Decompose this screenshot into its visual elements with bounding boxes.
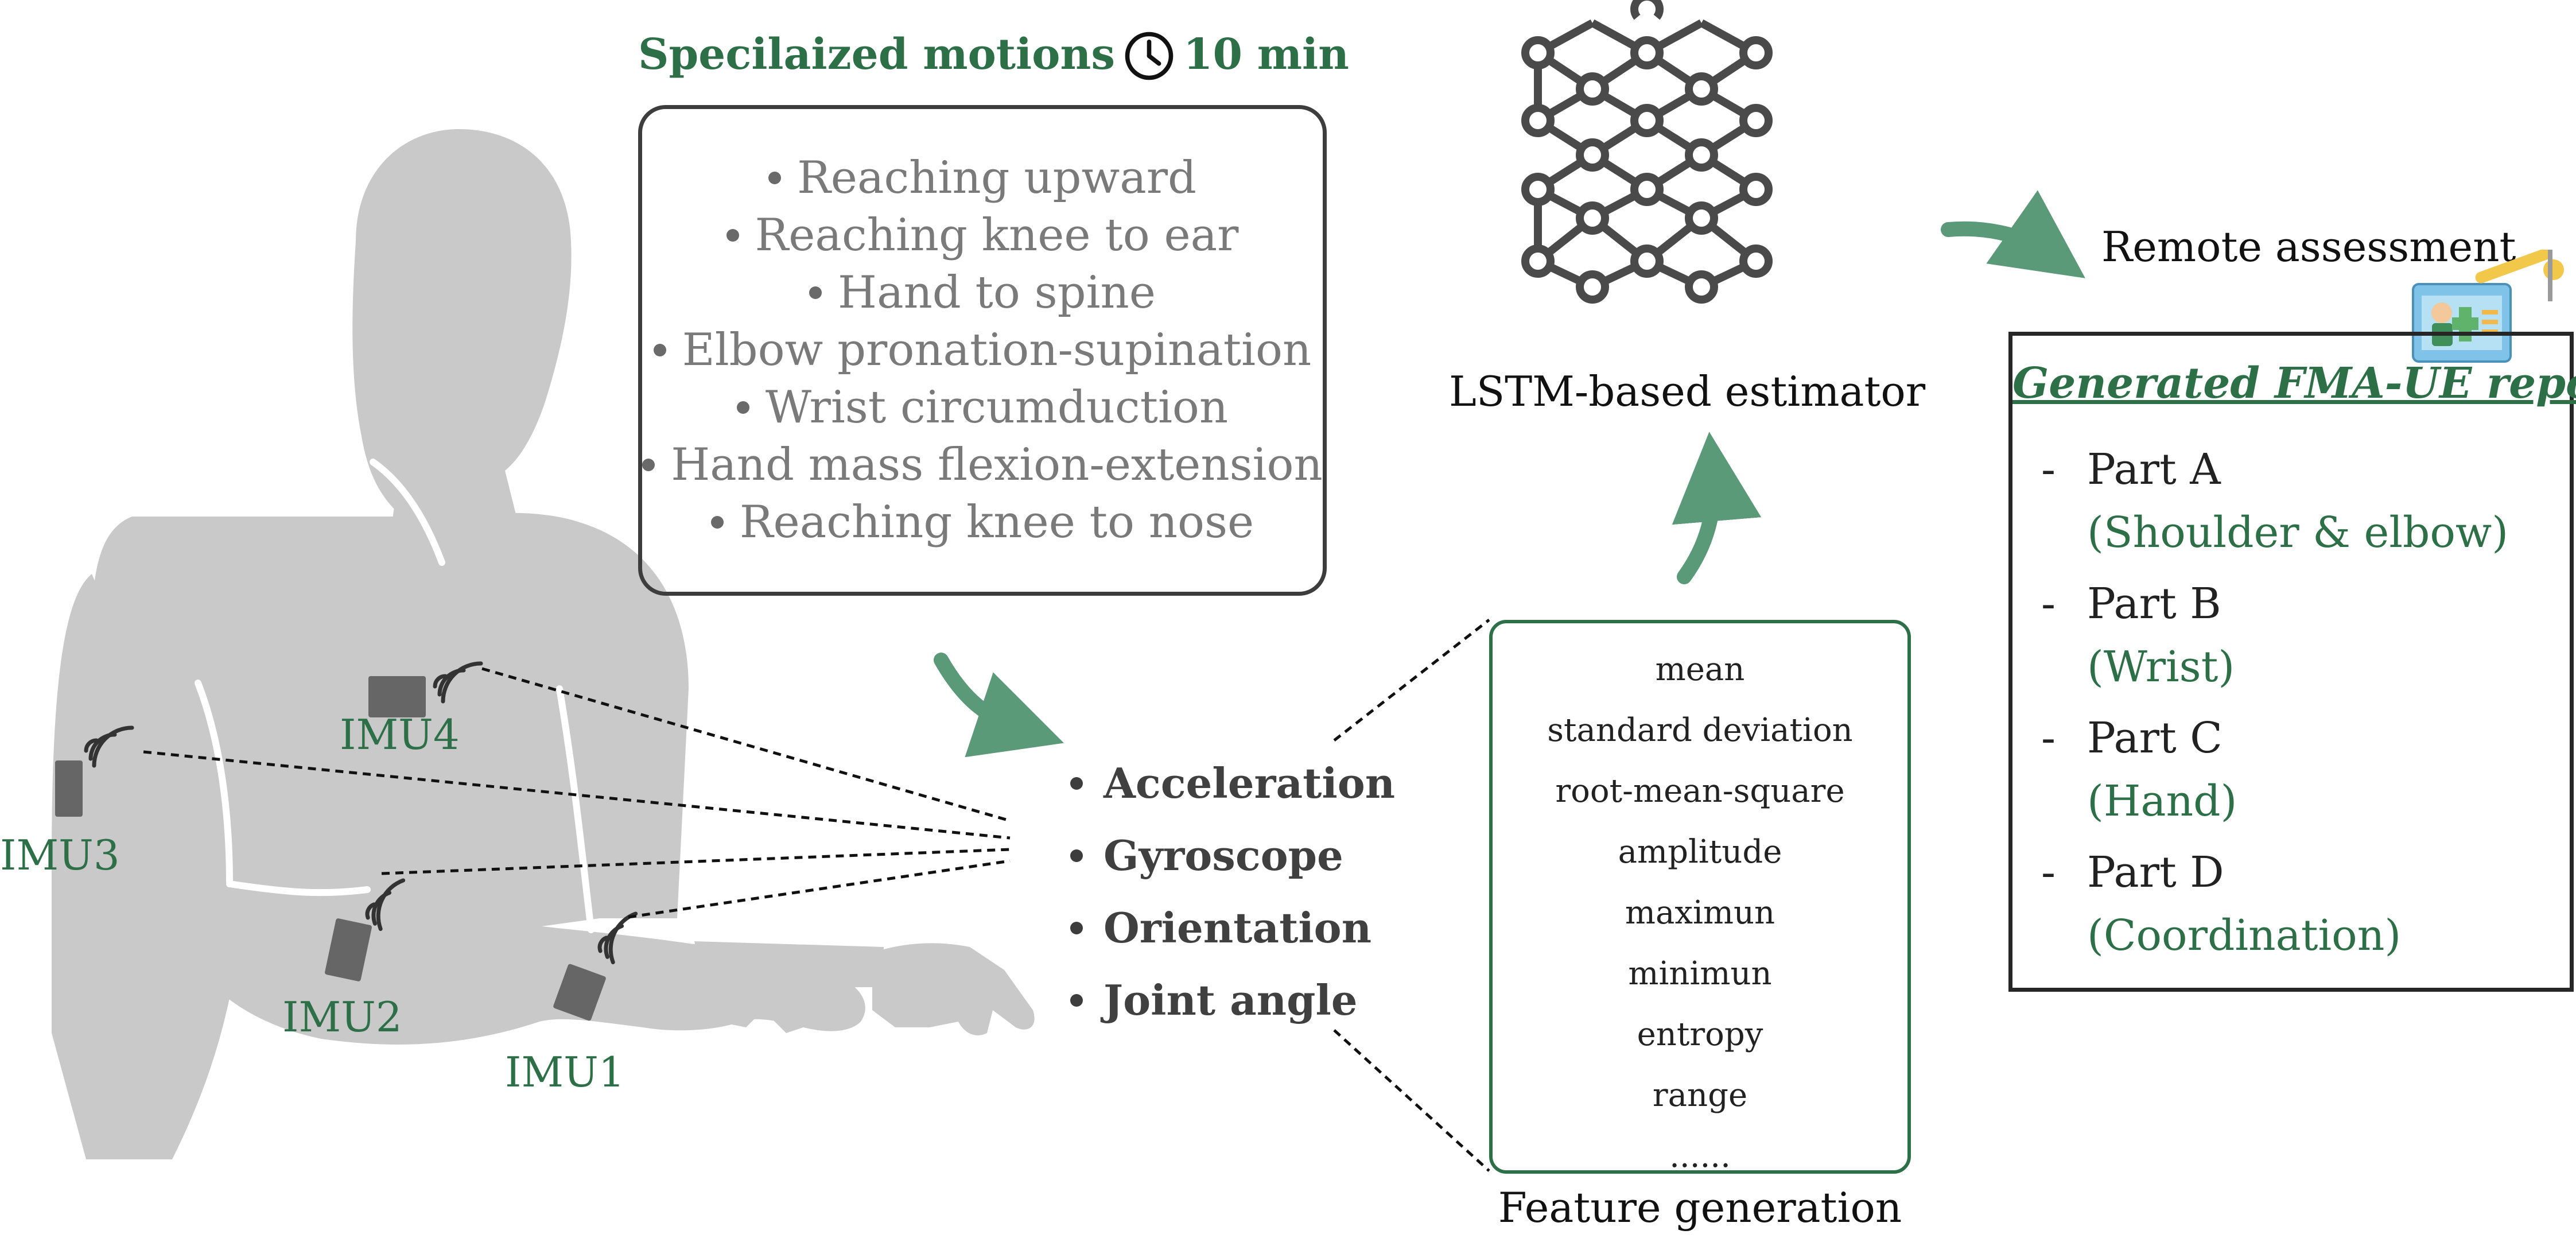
feature-item: entropy — [1637, 1016, 1763, 1053]
motion-duration: 10 min — [1183, 30, 1349, 79]
bullet-icon — [736, 401, 749, 414]
feature-item: mean — [1655, 651, 1745, 688]
wireless-signal-icons — [84, 661, 638, 965]
wifi-icon — [433, 661, 483, 704]
report-part-item: -Part A (Shoulder & elbow) — [2041, 438, 2508, 572]
report-part-item: -Part C (Hand) — [2041, 707, 2508, 841]
report-part-item: -Part B (Wrist) — [2041, 572, 2508, 707]
neural-network-icon — [1521, 0, 1773, 304]
part-name: Part A — [2087, 445, 2221, 494]
motions-title: Specilaized motions — [638, 30, 1115, 79]
part-description: (Coordination) — [2087, 911, 2402, 960]
report-part-item: -Part D (Coordination) — [2041, 841, 2508, 975]
part-description: (Wrist) — [2087, 642, 2235, 692]
imu4-sensor — [368, 676, 426, 717]
bullet-icon — [710, 515, 724, 529]
bullet-icon — [1070, 922, 1083, 934]
feature-item: standard deviation — [1547, 712, 1853, 749]
report-title: Generated FMA-UE report — [2012, 359, 2576, 408]
part-name: Part C — [2087, 713, 2223, 763]
feature-list: mean standard deviation root-mean-square… — [1493, 639, 1907, 1187]
feature-item: root-mean-square — [1555, 773, 1845, 810]
feature-box: mean standard deviation root-mean-square… — [1489, 620, 1911, 1175]
signal-item: Joint angle — [1070, 964, 1395, 1037]
wifi-icon — [84, 725, 134, 768]
bullet-icon — [1070, 777, 1083, 790]
sensor-connectors — [143, 619, 1490, 1172]
bullet-icon — [726, 228, 739, 242]
motion-item: Reaching upward — [642, 149, 1323, 207]
arrow-features-to-estimator — [1672, 432, 1762, 584]
report-parts-list: -Part A (Shoulder & elbow) -Part B (Wris… — [2041, 438, 2508, 975]
patient-silhouette — [52, 129, 1035, 1159]
clock-icon — [1125, 32, 1174, 80]
motion-item: Elbow pronation-supination — [642, 321, 1323, 379]
imu1-sensor — [553, 964, 606, 1021]
motions-box: Reaching upward Reaching knee to ear Han… — [638, 105, 1327, 596]
part-description: (Hand) — [2087, 777, 2237, 826]
signal-list: Acceleration Gyroscope Orientation Joint… — [1070, 747, 1395, 1037]
bullet-icon — [768, 171, 782, 184]
imu-sensors — [55, 676, 606, 1021]
feature-item: range — [1652, 1077, 1748, 1114]
signal-item: Orientation — [1070, 892, 1395, 964]
flow-arrows — [934, 190, 2085, 758]
arrow-motions-to-signals — [934, 653, 1064, 758]
motion-item: Hand to spine — [642, 264, 1323, 321]
feature-item: ...... — [1669, 1138, 1731, 1175]
part-description: (Shoulder & elbow) — [2087, 508, 2509, 557]
bullet-icon — [653, 343, 666, 356]
motion-item: Reaching knee to nose — [642, 494, 1323, 551]
motion-item: Reaching knee to ear — [642, 207, 1323, 264]
motion-item: Wrist circumduction — [642, 379, 1323, 436]
wifi-icon — [365, 878, 406, 932]
bullet-icon — [1070, 849, 1083, 862]
clinician-report-icon — [2412, 250, 2564, 363]
motion-item: Hand mass flexion-extension — [642, 436, 1323, 494]
part-name: Part D — [2087, 848, 2224, 897]
imu3-label: IMU3 — [0, 831, 120, 879]
feature-caption: Feature generation — [1498, 1183, 1902, 1232]
feature-item: minimun — [1628, 955, 1772, 992]
imu4-label: IMU4 — [340, 711, 460, 759]
signal-item: Gyroscope — [1070, 820, 1395, 892]
fma-ue-report-box: Generated FMA-UE report -Part A (Shoulde… — [2008, 332, 2576, 992]
motions-list: Reaching upward Reaching knee to ear Han… — [642, 149, 1323, 551]
bullet-icon — [1070, 994, 1083, 1007]
imu2-sensor — [325, 918, 372, 981]
signal-item: Acceleration — [1070, 747, 1395, 820]
silhouette-contours — [195, 459, 595, 933]
feature-item: amplitude — [1618, 833, 1782, 871]
imu3-sensor — [55, 760, 83, 817]
bullet-icon — [642, 458, 655, 471]
part-name: Part B — [2087, 579, 2221, 628]
bullet-icon — [809, 286, 822, 299]
remote-assessment-label: Remote assessment — [2101, 223, 2516, 271]
estimator-label: LSTM-based estimator — [1449, 367, 1926, 416]
imu1-label: IMU1 — [505, 1048, 625, 1096]
imu2-label: IMU2 — [282, 993, 402, 1041]
arrow-estimator-to-remote — [1941, 190, 2085, 278]
feature-item: maximun — [1625, 894, 1775, 932]
